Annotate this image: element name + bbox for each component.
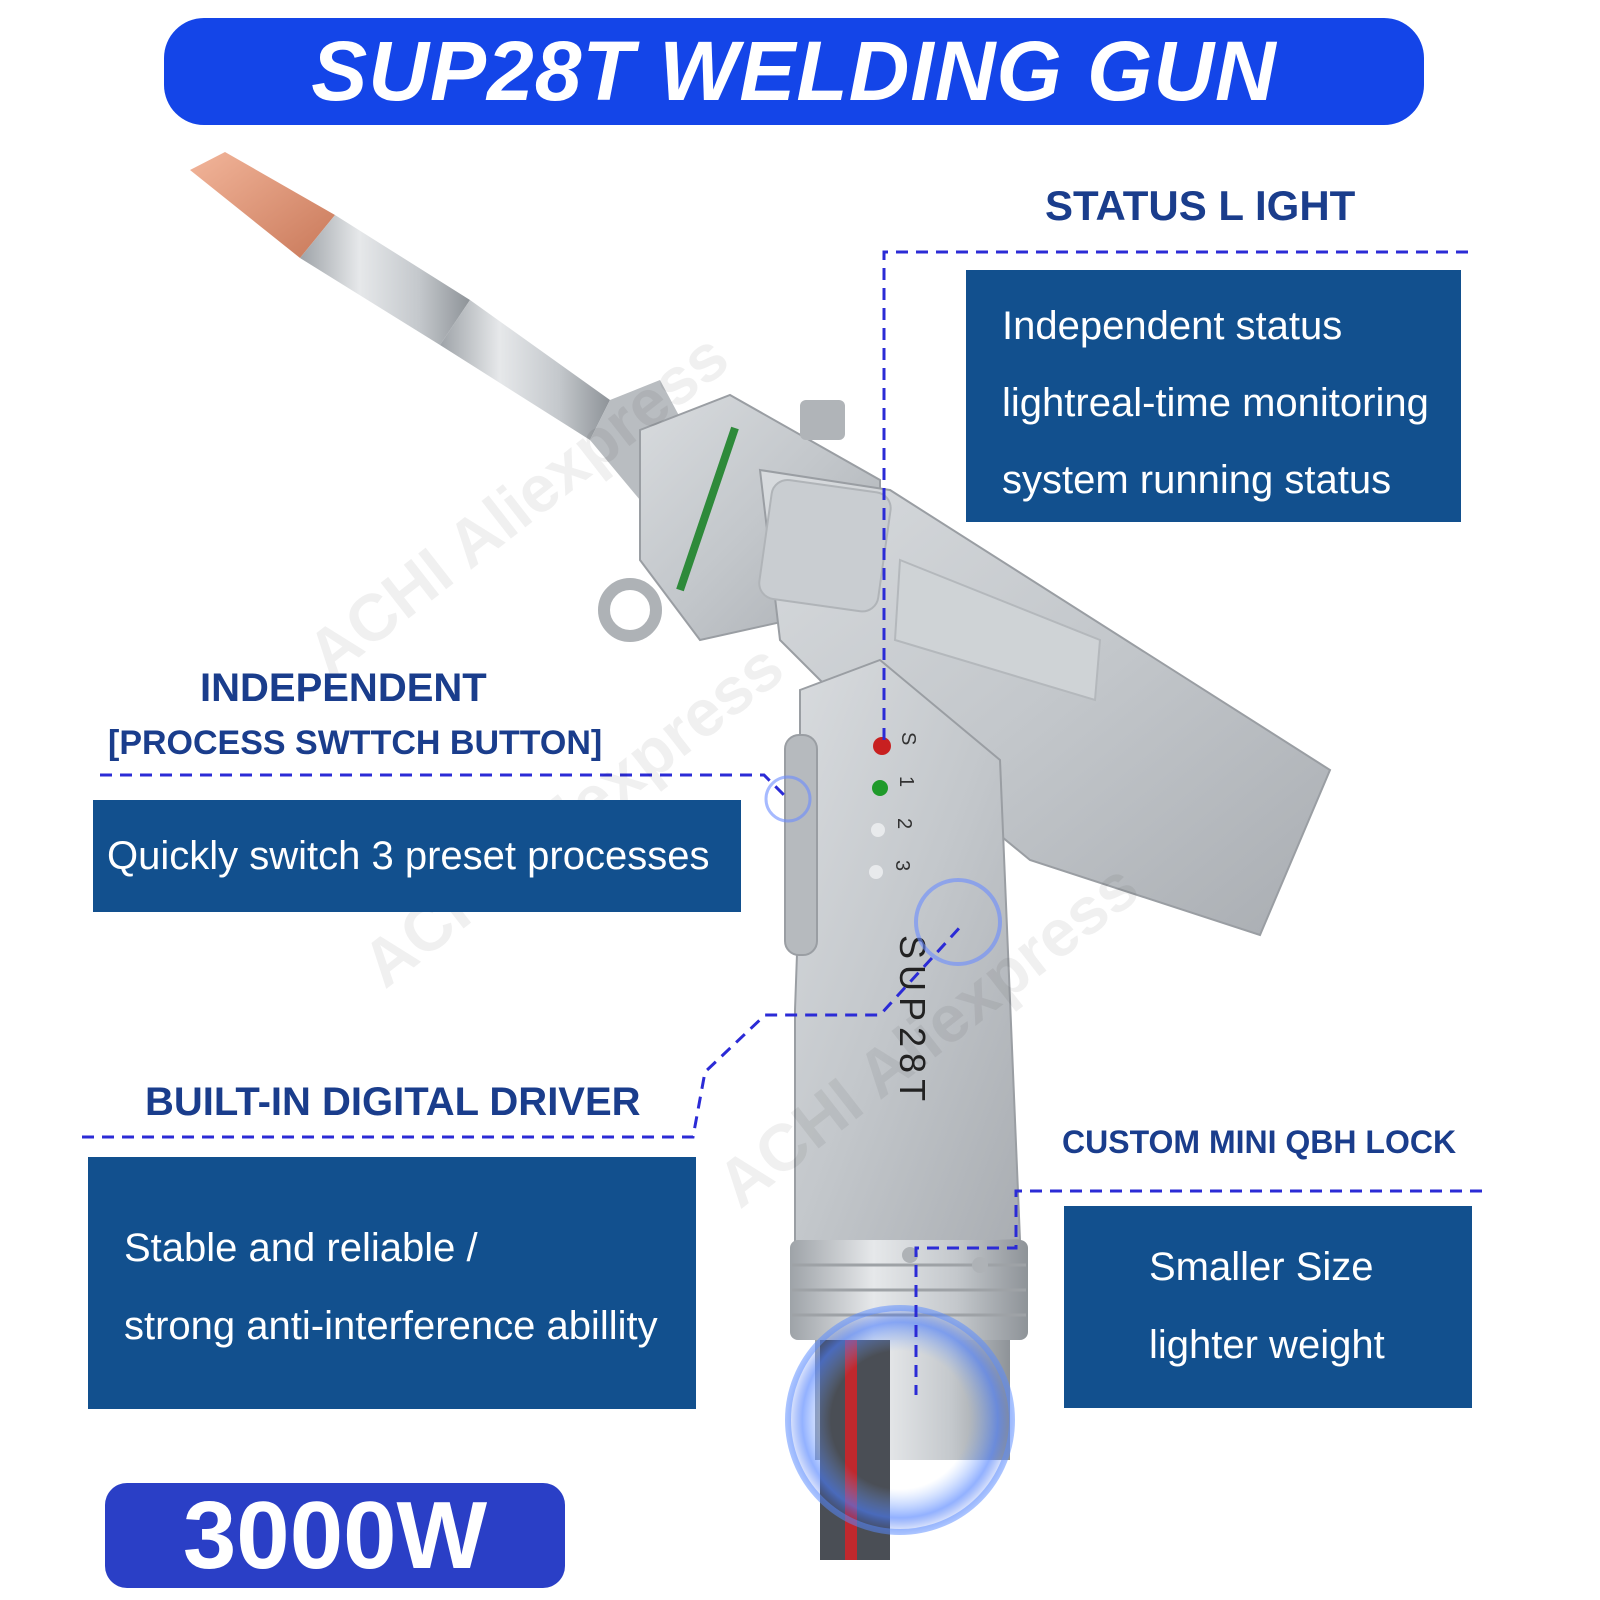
process-switch-subheading: [PROCESS SWTTCH BUTTON] <box>108 724 603 762</box>
indicator-label-s: S <box>897 732 919 745</box>
indicator-label-2: 2 <box>893 818 915 829</box>
status-light-line-2: lightreal-time monitoring <box>1002 381 1429 425</box>
power-badge-text: 3000W <box>182 1481 488 1589</box>
digital-driver-line-1: Stable and reliable / <box>124 1226 478 1270</box>
title-banner: SUP28T WELDING GUN <box>164 18 1424 125</box>
digital-driver-box: Stable and reliable / strong anti-interf… <box>88 1157 696 1409</box>
indicator-label-1: 1 <box>895 776 917 787</box>
callout-lines <box>82 250 1482 1395</box>
status-light-line-3: system running status <box>1002 458 1392 502</box>
indicator-off-1 <box>871 823 885 837</box>
indicator-green <box>872 780 888 796</box>
qbh-lock-line-2: lighter weight <box>1149 1323 1385 1367</box>
status-light-heading: STATUS L IGHT <box>1045 182 1356 229</box>
status-indicators: S 1 2 3 <box>869 732 919 879</box>
qbh-lock-heading: CUSTOM MINI QBH LOCK <box>1062 1124 1457 1160</box>
qbh-lock-line-1: Smaller Size <box>1149 1245 1374 1289</box>
process-switch-line: Quickly switch 3 preset processes <box>107 833 710 878</box>
gun-body <box>758 468 1332 937</box>
switch-callout-line <box>100 773 790 801</box>
process-switch-box: Quickly switch 3 preset processes <box>93 800 741 912</box>
gun-handle <box>784 658 1028 1340</box>
indicator-red <box>873 737 891 755</box>
status-light-box: Independent status lightreal-time monito… <box>966 270 1461 522</box>
indicator-off-2 <box>869 865 883 879</box>
digital-driver-line-2: strong anti-interference abillity <box>124 1304 658 1348</box>
status-light-line-1: Independent status <box>1002 304 1343 348</box>
qbh-connector <box>785 1305 1015 1560</box>
page-title: SUP28T WELDING GUN <box>311 24 1277 118</box>
power-badge: 3000W <box>105 1481 565 1589</box>
indicator-label-3: 3 <box>891 860 913 871</box>
status-callout-line <box>882 250 1468 744</box>
qbh-callout-line <box>914 1189 1482 1395</box>
driver-callout-line <box>82 923 964 1139</box>
driver-highlight-ring <box>914 878 1002 966</box>
switch-highlight-ring <box>764 775 812 823</box>
qbh-lock-box: Smaller Size lighter weight <box>1064 1206 1472 1408</box>
process-switch-heading: INDEPENDENT <box>200 666 487 710</box>
digital-driver-heading: BUILT-IN DIGITAL DRIVER <box>145 1080 641 1124</box>
